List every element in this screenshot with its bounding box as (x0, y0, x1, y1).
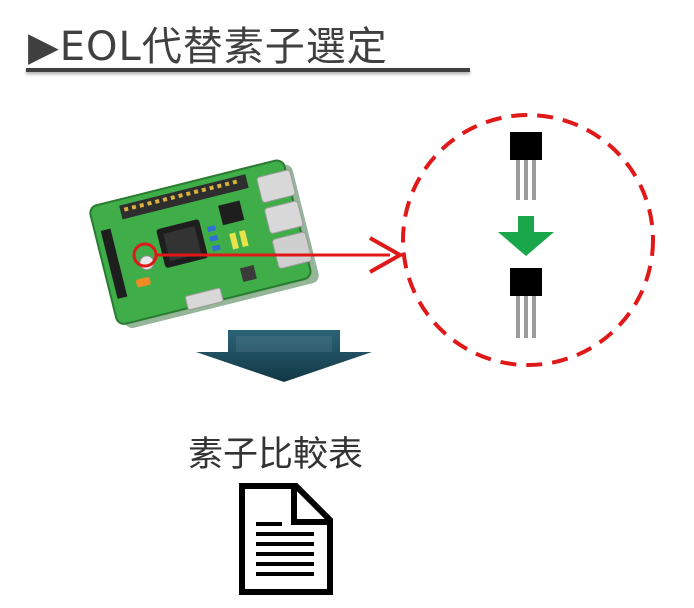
big-down-arrow-icon (196, 330, 372, 382)
raspberry-pi-board-icon (89, 159, 319, 328)
page-title: ▶EOL代替素子選定 (28, 24, 388, 70)
title-underline (26, 68, 470, 72)
green-down-arrow-icon (498, 216, 554, 256)
highlight-arrow (156, 236, 405, 274)
to92-transistor-new (510, 268, 542, 338)
document-icon (239, 483, 333, 595)
comparison-table-caption: 素子比較表 (188, 435, 364, 475)
to92-transistor-old (510, 132, 542, 200)
zoom-circle (401, 113, 655, 367)
